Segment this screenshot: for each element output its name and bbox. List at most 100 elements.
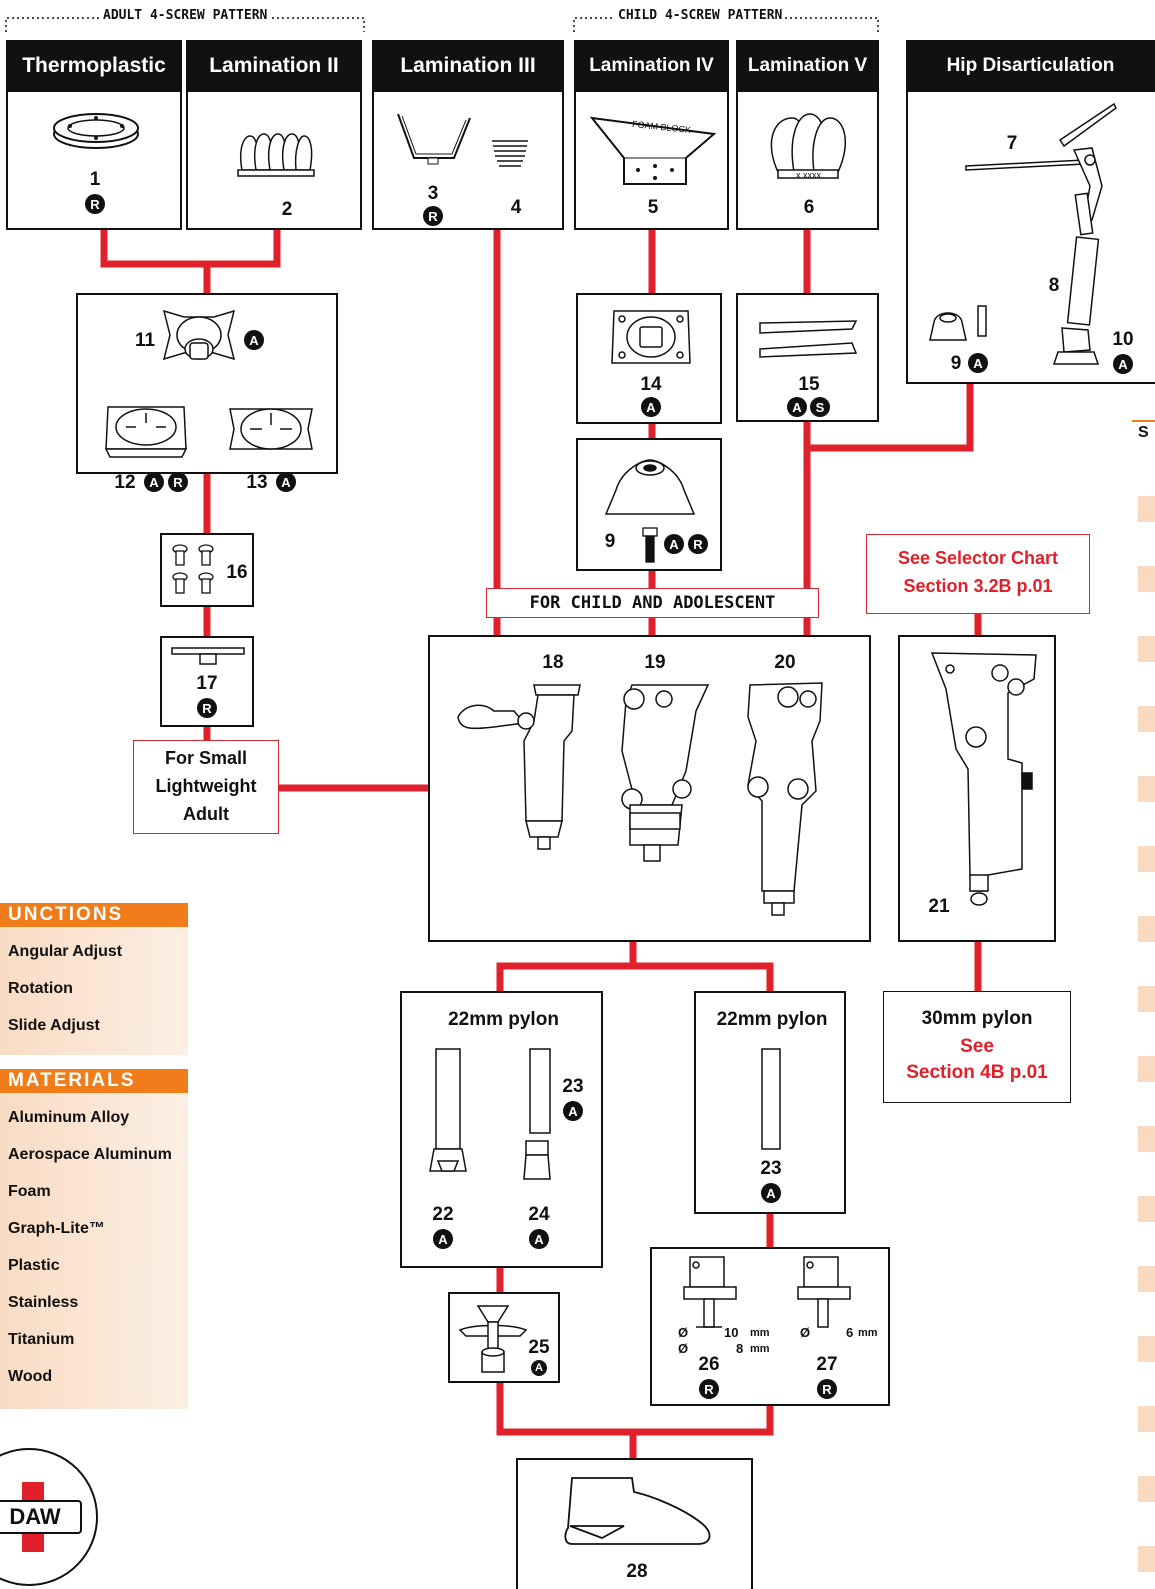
materials-legend-title: MATERIALS bbox=[0, 1069, 188, 1093]
part-box-9b: 9 A R bbox=[576, 438, 722, 571]
part-number-6: 6 bbox=[803, 197, 815, 218]
lamination-strips-icon bbox=[759, 320, 858, 358]
hip-joint-icon bbox=[965, 102, 1117, 326]
part-number-18: 18 bbox=[542, 652, 564, 673]
pylon-tube-23b-icon bbox=[761, 1048, 781, 1150]
part-box-21: 21 bbox=[898, 635, 1056, 942]
part-number-7: 7 bbox=[1006, 133, 1018, 154]
badge-a: A bbox=[433, 1229, 453, 1249]
socket-adapter-large-icon bbox=[104, 406, 188, 458]
badge-a: A bbox=[787, 397, 807, 417]
bolt-icon bbox=[642, 527, 658, 563]
small-adult-line-2: Lightweight bbox=[155, 776, 257, 796]
part-number-25: 25 bbox=[528, 1337, 550, 1358]
ankle-bolt-27-icon bbox=[797, 1256, 851, 1328]
edge-rule bbox=[1132, 420, 1155, 422]
part-number-17: 17 bbox=[196, 673, 218, 694]
prosthetic-foot-icon bbox=[564, 1477, 711, 1545]
diam-8-value: 8 bbox=[736, 1341, 744, 1356]
small-adult-callout: For Small Lightweight Adult bbox=[133, 740, 279, 834]
part-number-5: 5 bbox=[647, 197, 659, 218]
part-box-knees: 18 19 20 bbox=[428, 635, 871, 942]
tube-clamp-icon bbox=[523, 1140, 551, 1180]
badge-a: A bbox=[276, 472, 296, 492]
socket-adapter-icon bbox=[53, 113, 139, 149]
pylon-tube-22-icon bbox=[429, 1048, 467, 1172]
materials-item: Aluminum Alloy bbox=[8, 1109, 130, 1126]
diam-symbol-6: Ø bbox=[800, 1325, 811, 1340]
pylon-30-ref: Section 4B p.01 bbox=[906, 1062, 1048, 1083]
part-box-17: 17 R bbox=[160, 636, 254, 727]
functions-item: Angular Adjust bbox=[8, 943, 123, 960]
part-box-6: x xxxx 6 bbox=[736, 90, 879, 230]
part-number-1: 1 bbox=[89, 169, 101, 190]
edge-letter: S bbox=[1138, 424, 1149, 441]
diam-10-unit: mm bbox=[750, 1327, 770, 1339]
badge-s: S bbox=[810, 397, 830, 417]
header-lamination-3: Lamination III bbox=[372, 40, 564, 92]
part-box-25: 25 A bbox=[448, 1292, 560, 1383]
part-number-15: 15 bbox=[798, 374, 820, 395]
badge-a: A bbox=[531, 1360, 547, 1376]
part-number-3: 3 bbox=[427, 183, 439, 204]
pylon-30-title: 30mm pylon bbox=[921, 1008, 1033, 1029]
part-box-2: 2 bbox=[186, 90, 362, 230]
header-lamination-5: Lamination V bbox=[736, 40, 879, 92]
header-thermoplastic: Thermoplastic bbox=[6, 40, 182, 92]
edge-column bbox=[1138, 446, 1155, 1582]
badge-a: A bbox=[664, 534, 684, 554]
part-box-5: FOAM BLOCK 5 bbox=[574, 90, 729, 230]
materials-item: Foam bbox=[8, 1183, 51, 1200]
knee-19-icon bbox=[621, 684, 710, 862]
part-number-23b: 23 bbox=[760, 1158, 782, 1179]
badge-r: R bbox=[817, 1379, 837, 1399]
adapter-plate-icon bbox=[611, 310, 691, 364]
pylon-tube-23-icon bbox=[529, 1048, 551, 1134]
part-box-3-4: 3 R 4 bbox=[372, 90, 564, 230]
part-number-27: 27 bbox=[816, 1354, 838, 1375]
badge-a: A bbox=[144, 472, 164, 492]
part-box-14: 14 A bbox=[576, 293, 722, 424]
part-number-8: 8 bbox=[1048, 275, 1060, 296]
pylon-30-see: See bbox=[960, 1036, 994, 1057]
disc-adapter-icon bbox=[171, 647, 245, 665]
part-number-2: 2 bbox=[281, 199, 293, 220]
hip-adapter-icon bbox=[929, 305, 987, 341]
selector-chart-callout: See Selector Chart Section 3.2B p.01 bbox=[866, 534, 1090, 614]
badge-a: A bbox=[641, 397, 661, 417]
ring-stack-icon bbox=[492, 140, 528, 167]
selector-line-2: Section 3.2B p.01 bbox=[903, 576, 1053, 596]
pyramid-adapter-icon bbox=[162, 309, 236, 361]
diam-symbol-8: Ø bbox=[678, 1341, 689, 1356]
diam-6-unit: mm bbox=[858, 1327, 878, 1339]
header-lamination-4: Lamination IV bbox=[574, 40, 729, 92]
part-number-14: 14 bbox=[640, 374, 662, 395]
part-number-19: 19 bbox=[644, 652, 666, 673]
part-number-22: 22 bbox=[432, 1204, 454, 1225]
badge-r: R bbox=[168, 472, 188, 492]
part-number-23a: 23 bbox=[562, 1076, 584, 1097]
part-number-9b: 9 bbox=[604, 531, 616, 552]
foot-adapter-icon bbox=[458, 1305, 528, 1373]
pylon-22-title-a: 22mm pylon bbox=[448, 1009, 559, 1030]
part-number-9a: 9 bbox=[950, 353, 962, 374]
part-box-hip: 7 8 9 A 10 A bbox=[906, 90, 1155, 384]
part-box-26-27: Ø 10 mm Ø 8 mm 26 R Ø 6 mm 27 R bbox=[650, 1247, 890, 1406]
ankle-bolt-26-icon bbox=[683, 1256, 737, 1328]
child-adolescent-callout: FOR CHILD AND ADOLESCENT bbox=[486, 588, 819, 618]
part-number-26: 26 bbox=[698, 1354, 720, 1375]
knee-20-icon bbox=[747, 682, 823, 916]
badge-r: R bbox=[423, 206, 443, 226]
part-box-28: 28 bbox=[516, 1458, 753, 1589]
diam-symbol-10: Ø bbox=[678, 1325, 689, 1340]
badge-a: A bbox=[968, 353, 988, 373]
badge-r: R bbox=[699, 1379, 719, 1399]
part-number-12: 12 bbox=[114, 472, 136, 493]
functions-legend: Angular Adjust Rotation Slide Adjust bbox=[0, 927, 188, 1055]
part-box-22-24: 22mm pylon 23 A 22 A 24 A bbox=[400, 991, 603, 1268]
bracket-icon bbox=[397, 113, 471, 165]
diam-6-value: 6 bbox=[846, 1325, 854, 1340]
logo-text: DAW bbox=[0, 1500, 82, 1534]
badge-a: A bbox=[1113, 354, 1133, 374]
diam-10-value: 10 bbox=[724, 1325, 739, 1340]
